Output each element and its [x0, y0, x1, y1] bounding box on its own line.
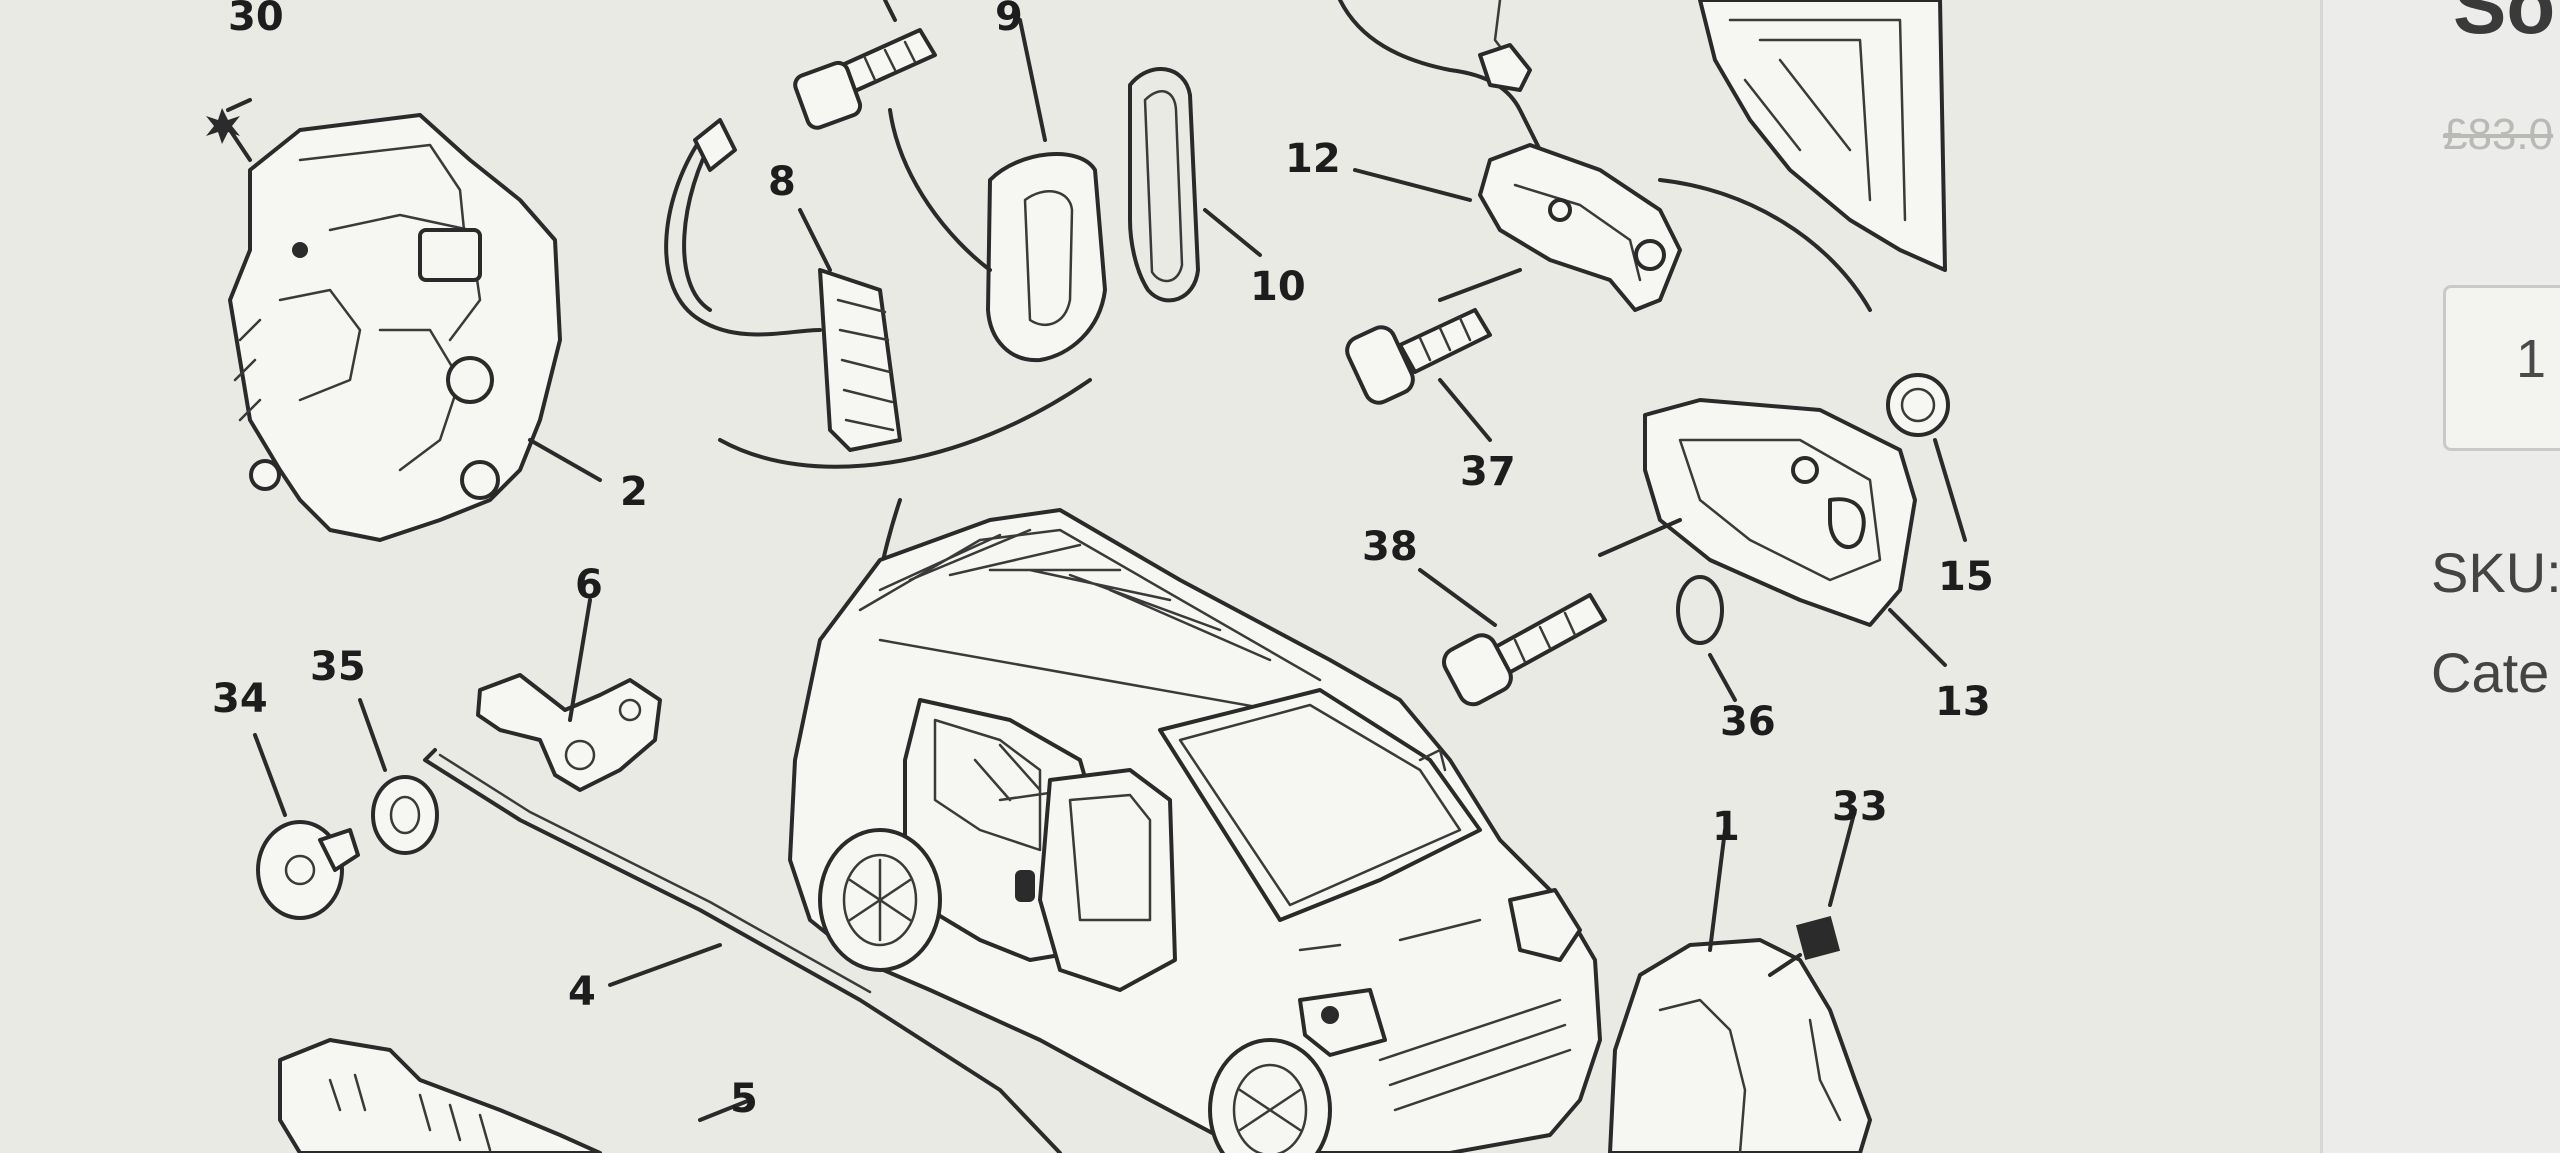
- callout-1: 1: [1712, 804, 1740, 850]
- part-bolt-37: [1345, 308, 1492, 442]
- part-bolt-top: [793, 0, 937, 130]
- part-actuator-5: [278, 1038, 752, 1153]
- parts-diagram: 30 2 8 9 10: [206, 0, 1994, 1153]
- separator-arc: [718, 378, 1092, 469]
- sku-label: SKU:: [2431, 541, 2560, 604]
- part-rear-door: [1658, 0, 1947, 312]
- part-mirror-1: [1608, 828, 1872, 1153]
- callout-2: 2: [620, 469, 648, 515]
- callout-37: 37: [1460, 449, 1516, 495]
- callout-30: 30: [228, 0, 284, 40]
- part-cap-15: [1886, 373, 1967, 542]
- part-clip-33: [1768, 808, 1857, 977]
- callout-35: 35: [310, 644, 366, 690]
- part-sensor-8: [664, 118, 902, 452]
- callout-10: 10: [1250, 264, 1306, 310]
- part-plug-34: [253, 733, 360, 920]
- quantity-input[interactable]: 1: [2443, 285, 2560, 451]
- part-cover-9: [888, 18, 1107, 363]
- callout-38: 38: [1362, 524, 1418, 570]
- part-bolt-38: [1418, 568, 1607, 707]
- callout-6: 6: [575, 562, 603, 608]
- callout-8: 8: [768, 159, 796, 205]
- callout-12: 12: [1285, 136, 1341, 182]
- part-gasket-10: [1128, 67, 1262, 303]
- callout-36: 36: [1720, 699, 1776, 745]
- callout-5: 5: [730, 1076, 758, 1122]
- part-door-lock: [206, 98, 602, 542]
- product-title: So: [2453, 0, 2556, 50]
- old-price: £83.0: [2443, 110, 2554, 159]
- part-rod-4: [423, 748, 1062, 1153]
- part-housing-13: [1598, 398, 1947, 667]
- part-bracket-6: [476, 598, 662, 792]
- callout-15: 15: [1938, 554, 1994, 600]
- product-panel: So £83.0 1 SKU: Cate: [2320, 0, 2560, 1153]
- category-label: Cate: [2431, 641, 2550, 704]
- quantity-value: 1: [2516, 329, 2547, 389]
- part-washer-35: [358, 698, 439, 855]
- callout-4: 4: [568, 969, 596, 1015]
- part-handle-12: [1338, 0, 1682, 312]
- callout-34: 34: [212, 676, 268, 722]
- callout-13: 13: [1935, 679, 1991, 725]
- callout-33: 33: [1832, 784, 1888, 830]
- vehicle-illustration: [788, 508, 1602, 1153]
- part-oring-36: [1676, 575, 1737, 702]
- callout-9: 9: [995, 0, 1023, 40]
